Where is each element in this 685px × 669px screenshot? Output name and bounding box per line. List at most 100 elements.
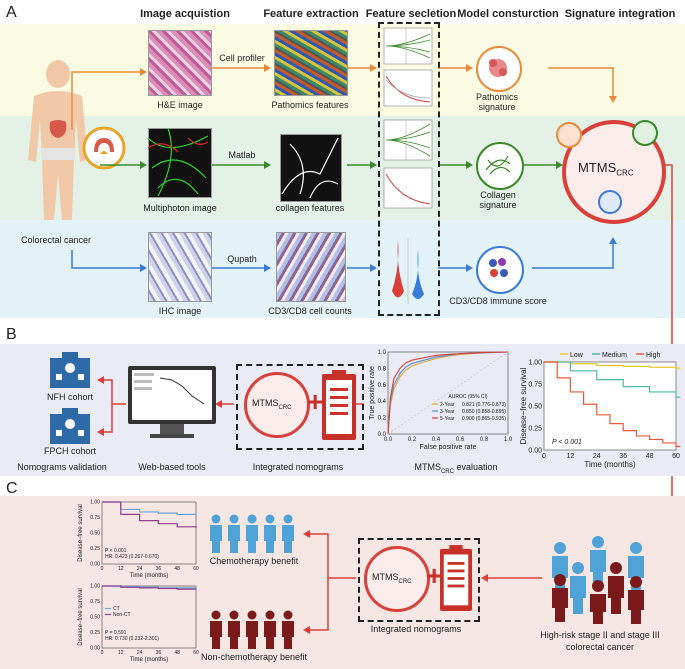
x-tick-label: 12: [118, 650, 124, 656]
nonchemo-benefit-label: Non-chemotherapy benefit: [200, 652, 308, 662]
legend-label: High: [646, 352, 661, 359]
legend-label: Non-CT: [113, 612, 131, 618]
matlab-label: Matlab: [228, 150, 256, 160]
collagen-fiber-icon: [485, 155, 511, 175]
fpch-cohort-label: FPCH cohort: [43, 446, 97, 456]
multiphoton-pattern: [147, 127, 209, 197]
nomogram-c-mtms-sub: CRC: [398, 578, 412, 585]
pathomics-features-label: Pathomics features: [271, 100, 349, 110]
plot-area: [387, 351, 509, 435]
y-tick-label: 0.75: [90, 599, 100, 605]
high-risk-label-1: High-risk stage II and stage III: [540, 630, 660, 640]
y-tick-label: 0.25: [90, 630, 100, 636]
series-line: [387, 351, 509, 435]
human-figure-icon: [28, 60, 88, 220]
x-tick-label: 48: [646, 453, 654, 460]
legend-label: 2-Year: [440, 402, 455, 408]
web-tools-label: Web-based tools: [138, 462, 206, 472]
y-tick-label: 0.8: [378, 366, 387, 372]
y-axis-label: Disease−free survival: [519, 367, 528, 444]
legend-auc: 0.821 (0.776-0.873): [462, 402, 506, 408]
y-tick-label: 0.50: [90, 615, 100, 621]
y-tick-label: 0.0: [378, 432, 387, 438]
he-image-thumb: [148, 30, 212, 96]
integrated-nomograms-c-label: Integrated nomograms: [370, 624, 462, 634]
header-feature-extraction: Feature extraction: [263, 8, 359, 20]
collagen-features-label: collagen features: [275, 203, 345, 213]
web-tool-screen-content: [134, 373, 205, 405]
mtms-pathomics-dot: [556, 122, 582, 148]
x-tick-label: 24: [593, 453, 601, 460]
x-tick-label: 24: [137, 566, 143, 572]
y-tick-label: 0.25: [90, 546, 100, 552]
x-tick-label: 48: [174, 650, 180, 656]
multiphoton-label: Multiphoton image: [143, 203, 217, 213]
x-tick-label: 0: [101, 650, 104, 656]
x-axis-label: Time (months): [584, 460, 636, 469]
immune-cells-icon: [489, 258, 508, 277]
panel-c-letter: C: [6, 480, 18, 497]
x-axis-label: Time (months): [130, 657, 168, 663]
stat-annotation: HR: 0.423 (0.267-0.670): [105, 554, 159, 560]
x-tick-label: 60: [672, 453, 680, 460]
p-value-annotation: P < 0.001: [552, 439, 582, 446]
collagen-features-thumb: [280, 134, 342, 202]
header-image: Image acquistion: [140, 8, 230, 20]
legend-label: CT: [113, 606, 120, 612]
x-tick-label: 60: [193, 650, 199, 656]
immune-score-circle: [476, 246, 524, 294]
mtms-evaluation-label: MTMSCRC evaluation: [414, 462, 497, 475]
colon-zoom-icon: [82, 126, 126, 170]
legend-label: Medium: [602, 352, 627, 359]
x-tick-label: 0.6: [456, 437, 465, 443]
lasso-plot-1: [383, 27, 433, 107]
y-tick-label: 1.00: [90, 584, 100, 590]
web-tool-stand: [160, 424, 184, 434]
nomogram-b-mtms-main: MTMS: [252, 398, 279, 408]
x-tick-label: 24: [137, 650, 143, 656]
x-tick-label: 12: [567, 453, 575, 460]
lasso-plot-2: [383, 119, 433, 209]
mtms-collagen-dot: [632, 120, 658, 146]
human-label: Colorectal cancer: [20, 235, 92, 245]
series-line: [544, 361, 681, 398]
header-model: Model consturction: [457, 8, 559, 20]
collagen-signature-label: Collagen signature: [479, 190, 516, 210]
x-tick-label: 36: [156, 566, 162, 572]
y-tick-label: 0.6: [378, 383, 387, 389]
panel-b-letter: B: [6, 326, 17, 343]
collagen-signature-text: Collagen signature: [479, 190, 517, 210]
clipboard-icon-b: [322, 370, 356, 440]
nomogram-c-mtms-circle: [364, 546, 430, 612]
legend-label: 3-Year: [440, 409, 455, 415]
nomogram-box-b: [236, 364, 364, 450]
series-line: [544, 361, 681, 448]
plot-area: [101, 585, 197, 649]
legend-label: Low: [570, 352, 584, 359]
collagen-signature-circle: [476, 142, 524, 190]
series-line: [102, 585, 197, 590]
x-tick-label: 0.2: [408, 437, 417, 443]
nomogram-c-mtms-main: MTMS: [372, 572, 399, 582]
feature-selection-box: [378, 22, 440, 316]
y-tick-label: 0.4: [378, 399, 387, 405]
nomogram-b-mtms-sub: CRC: [278, 404, 292, 411]
panel-a-letter: A: [6, 4, 17, 21]
high-risk-label-2: colorectal cancer: [565, 642, 635, 652]
pathomics-cells-icon: [489, 59, 507, 77]
pathomics-features-thumb: [274, 30, 348, 96]
y-tick-label: 0.75: [528, 381, 542, 388]
header-feature-selection: Feature secletion: [365, 8, 457, 20]
y-tick-label: 0.50: [528, 403, 542, 410]
header-signature: Signature integration: [564, 8, 676, 20]
mtms-main: MTMS: [578, 160, 617, 175]
stat-annotation: HR: 0.730 (0.232-2.301): [105, 636, 159, 642]
x-tick-label: 12: [118, 566, 124, 572]
cell-profiler-label: Cell profiler: [219, 53, 265, 63]
plus-icon-c: +: [426, 560, 443, 591]
x-axis-label: Time (months): [130, 573, 168, 579]
